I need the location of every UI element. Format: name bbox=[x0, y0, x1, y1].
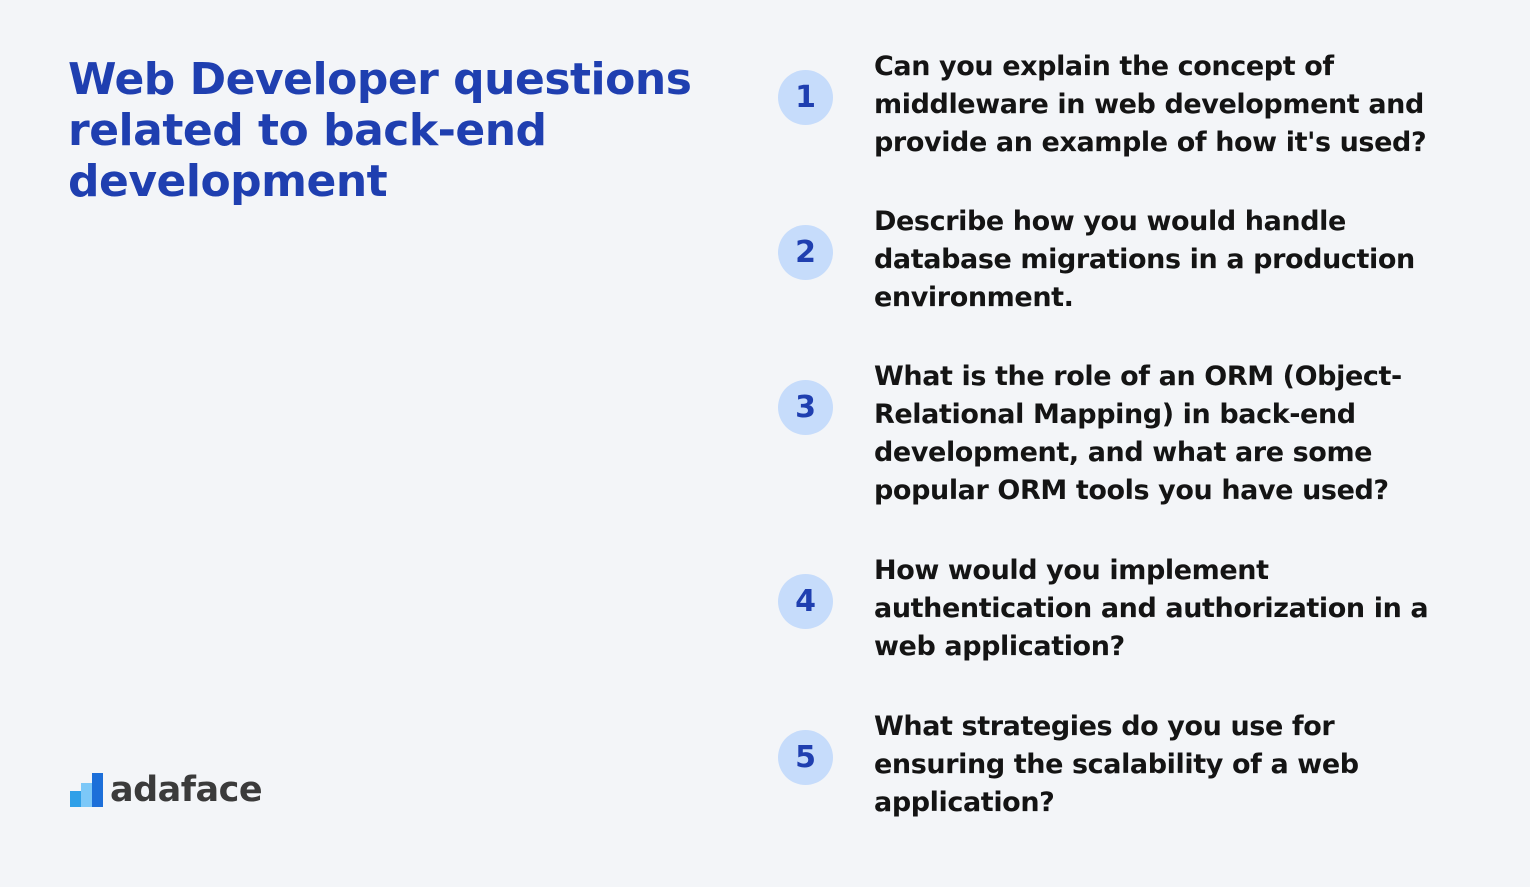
question-number-badge: 1 bbox=[778, 70, 833, 125]
question-number-badge: 2 bbox=[778, 225, 833, 280]
adaface-logo: adaface bbox=[70, 770, 263, 810]
logo-bar-left bbox=[70, 791, 81, 807]
logo-wordmark: adaface bbox=[110, 770, 263, 810]
page-title: Web Developer questions related to back-… bbox=[68, 54, 692, 207]
question-text: Can you explain the concept of middlewar… bbox=[874, 51, 1427, 158]
question-list: 1 Can you explain the concept of middlew… bbox=[778, 0, 1498, 887]
question-number-badge: 5 bbox=[778, 730, 833, 785]
question-text: What is the role of an ORM (Object-Relat… bbox=[874, 361, 1402, 506]
question-text: How would you implement authentication a… bbox=[874, 555, 1429, 662]
question-text: What strategies do you use for ensuring … bbox=[874, 711, 1359, 818]
logo-bar-middle bbox=[81, 783, 92, 807]
question-text: Describe how you would handle database m… bbox=[874, 206, 1415, 313]
question-number-badge: 4 bbox=[778, 574, 833, 629]
question-number-badge: 3 bbox=[778, 380, 833, 435]
logo-bar-right bbox=[92, 773, 103, 807]
adaface-logo-icon bbox=[70, 773, 103, 807]
